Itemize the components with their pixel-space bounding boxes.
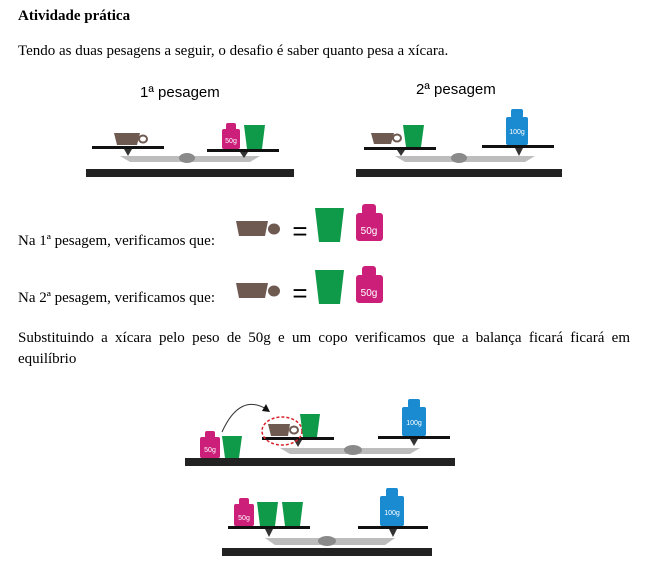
glass-icon	[244, 125, 265, 149]
weight-100g-icon: 100g	[506, 109, 528, 145]
weight-100g-icon: 100g	[402, 399, 426, 436]
weight-label: 50g	[225, 138, 237, 145]
weight-50g-icon: 50g	[200, 431, 220, 458]
scale-base	[185, 458, 455, 466]
cup-icon	[371, 133, 402, 144]
scale-pivot	[451, 153, 467, 163]
weight-label: 50g	[238, 515, 250, 522]
weight-50g-icon: 50g	[356, 266, 383, 303]
scale-base	[222, 548, 432, 556]
right-plate	[358, 526, 428, 529]
glass-icon	[257, 502, 278, 526]
substitution-text: Substituindo a xícara pelo peso de 50g e…	[18, 330, 630, 367]
right-plate-stem	[389, 529, 397, 537]
highlight-circle	[261, 416, 303, 446]
weight-50g-icon: 50g	[356, 204, 383, 241]
cup-icon	[114, 133, 148, 145]
weight-label: 50g	[204, 447, 216, 454]
glass-icon	[282, 502, 303, 526]
cup-icon	[236, 283, 280, 298]
cup-icon	[236, 221, 280, 236]
left-plate	[262, 437, 334, 440]
right-plate-stem	[240, 152, 248, 158]
weight-50g-icon: 50g	[222, 123, 240, 149]
left-plate	[92, 146, 164, 149]
equation-1-text: Na 1ª pesagem, verificamos que:	[18, 233, 215, 249]
glass-icon	[300, 414, 320, 437]
weight-label: 50g	[361, 288, 378, 299]
equation-2-text: Na 2ª pesagem, verificamos que:	[18, 290, 215, 306]
weighing-1-label: 1ª pesagem	[140, 84, 220, 101]
scale-pivot	[179, 153, 195, 163]
weight-label: 100g	[384, 510, 400, 517]
scale-pivot	[318, 536, 336, 546]
weight-label: 100g	[406, 420, 422, 427]
curved-arrow-icon	[221, 403, 269, 433]
cup-icon	[268, 424, 299, 436]
arrow-head-icon	[262, 404, 270, 412]
glass-icon	[315, 270, 344, 304]
left-plate-stem	[124, 149, 132, 156]
right-plate	[482, 145, 554, 148]
left-plate-stem	[265, 529, 273, 537]
intro-text: Tendo as duas pesagens a seguir, o desaf…	[18, 43, 449, 59]
left-plate	[228, 526, 310, 529]
scale-base	[86, 169, 294, 177]
weight-label: 100g	[509, 129, 525, 136]
weighing-2-label: 2ª pesagem	[416, 81, 496, 98]
equals-sign: =	[292, 216, 307, 246]
glass-icon	[403, 125, 424, 147]
glass-icon	[315, 208, 344, 242]
scale-base	[356, 169, 562, 177]
right-plate-stem	[410, 439, 418, 446]
equals-sign: =	[292, 278, 307, 308]
right-plate	[207, 149, 279, 152]
left-plate-stem	[397, 150, 405, 156]
weight-100g-icon: 100g	[380, 488, 404, 526]
right-plate	[378, 436, 450, 439]
glass-icon	[222, 436, 242, 458]
right-plate-stem	[515, 148, 523, 156]
weight-50g-icon: 50g	[234, 498, 254, 526]
page-title: Atividade prática	[18, 8, 131, 24]
weight-label: 50g	[361, 226, 378, 237]
scale-pivot	[344, 445, 362, 455]
left-plate	[364, 147, 436, 150]
